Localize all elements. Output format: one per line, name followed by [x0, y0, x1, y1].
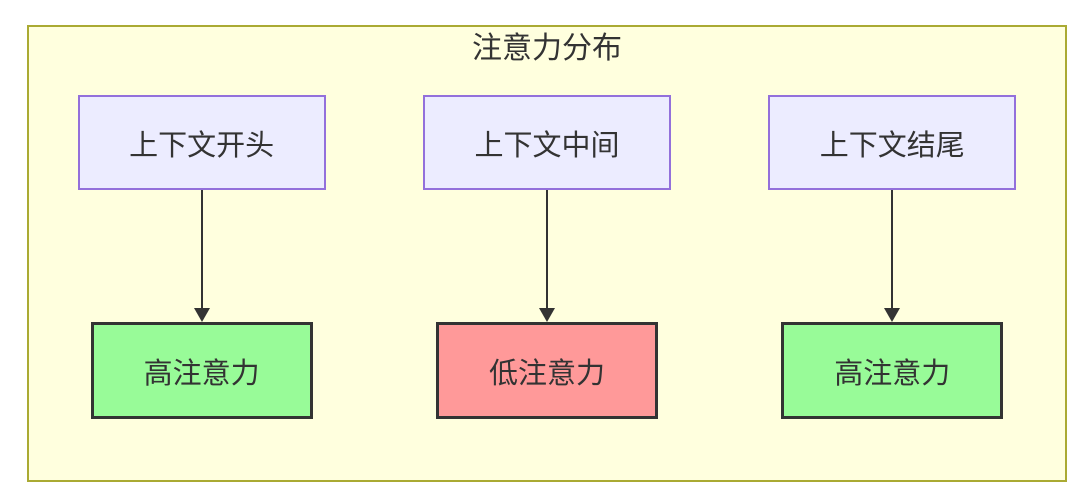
arrow-end-to-result: [884, 190, 901, 322]
node-high-attention-left: 高注意力: [90, 322, 313, 419]
node-low-attention: 低注意力: [435, 322, 658, 419]
arrow-line: [200, 190, 203, 308]
arrowhead-down-icon: [538, 308, 555, 322]
arrow-line: [545, 190, 548, 308]
flow-column-context-middle: 上下文中间 低注意力: [374, 95, 719, 419]
diagram-title: 注意力分布: [472, 32, 622, 65]
node-high-attention-right: 高注意力: [781, 322, 1004, 419]
node-context-middle: 上下文中间: [422, 95, 671, 190]
flow-column-context-beginning: 上下文开头 高注意力: [29, 95, 374, 419]
node-context-end: 上下文结尾: [768, 95, 1017, 190]
flow-column-context-end: 上下文结尾 高注意力: [720, 95, 1065, 419]
arrow-beginning-to-result: [193, 190, 210, 322]
arrowhead-down-icon: [884, 308, 901, 322]
attention-distribution-cluster: 注意力分布 上下文开头 高注意力 上下文中间 低注意力 上下文结尾: [27, 25, 1067, 482]
flow-columns: 上下文开头 高注意力 上下文中间 低注意力 上下文结尾: [29, 95, 1065, 419]
node-context-beginning: 上下文开头: [77, 95, 326, 190]
arrow-line: [891, 190, 894, 308]
arrowhead-down-icon: [193, 308, 210, 322]
arrow-middle-to-result: [538, 190, 555, 322]
